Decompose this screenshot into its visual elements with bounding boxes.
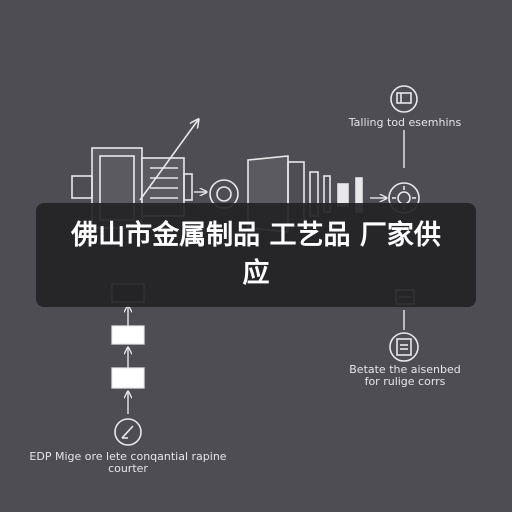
title-banner: 佛山市金属制品 工艺品 厂家供应 bbox=[36, 203, 476, 307]
process-box-middle bbox=[111, 325, 145, 345]
label-bottom-right-line1: Betate the aisenbed bbox=[349, 363, 461, 376]
pen-icon bbox=[114, 418, 142, 446]
banner-title: 佛山市金属制品 工艺品 厂家供应 bbox=[71, 220, 441, 289]
label-bottom-left: EDP Mige ore lete conqantial rapine cour… bbox=[8, 451, 248, 475]
diagonal-arrow bbox=[139, 120, 198, 201]
label-bottom-right: Betate the aisenbed for rulige corrs bbox=[330, 364, 480, 388]
label-bottom-left-line2: courter bbox=[108, 462, 148, 475]
process-box-bottom bbox=[111, 367, 145, 389]
label-bottom-right-line2: for rulige corrs bbox=[364, 375, 446, 388]
label-bottom-left-line1: EDP Mige ore lete conqantial rapine bbox=[29, 450, 227, 463]
tool-icon bbox=[390, 85, 418, 113]
clipboard-icon bbox=[389, 332, 419, 362]
label-top-right: Talling tod esemhins bbox=[348, 116, 462, 129]
